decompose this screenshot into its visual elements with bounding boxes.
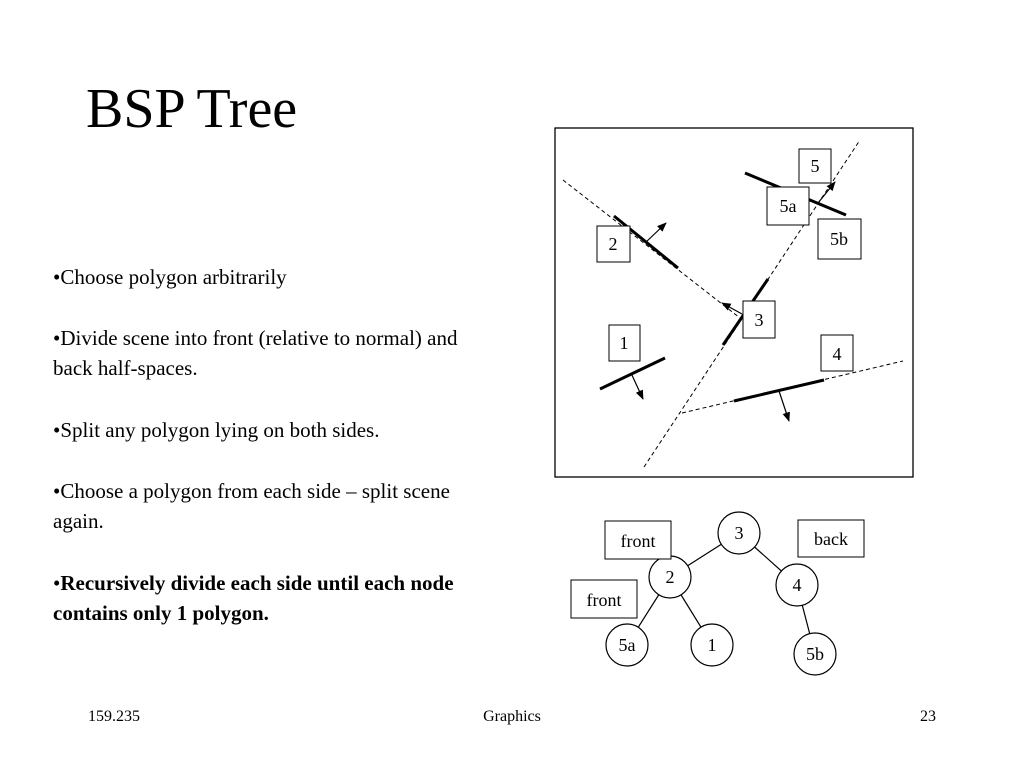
bullet-item: •Divide scene into front (relative to no…: [53, 326, 458, 380]
tree-node-label: 5a: [619, 635, 636, 655]
edge-label-front: front: [587, 590, 622, 610]
normal-arrow-1: [630, 372, 644, 400]
label-box-2: [596, 225, 631, 263]
label-5a: 5a: [780, 196, 797, 216]
footer-subject: Graphics: [483, 708, 541, 725]
bullet-text: Divide scene into front (relative to nor…: [53, 326, 458, 380]
slide-title: BSP Tree: [86, 78, 298, 140]
label-4: 4: [833, 344, 842, 364]
edge-label-box-front: [604, 520, 672, 560]
label-5b: 5b: [830, 229, 848, 249]
bullet-text: Choose a polygon from each side – split …: [53, 479, 450, 533]
tree-node: [775, 563, 819, 607]
tree-node-label: 4: [793, 575, 802, 595]
polygon-1: [599, 356, 666, 391]
scene-frame: [554, 127, 914, 478]
tree-node: [793, 632, 837, 676]
label-box-4: [820, 334, 854, 372]
split-line-3: [643, 139, 861, 468]
footer-course-code: 159.235: [88, 708, 140, 725]
polygon-4: [733, 378, 825, 403]
tree-node-label: 1: [708, 635, 717, 655]
label-box-1: [608, 324, 641, 362]
bullet-item: •Split any polygon lying on both sides.: [53, 418, 380, 442]
tree-node-label: 3: [735, 523, 744, 543]
normal-arrow-5: [817, 181, 836, 204]
label-2: 2: [609, 234, 618, 254]
tree-node: [690, 623, 734, 667]
tree-node-label: 5b: [806, 644, 824, 664]
label-1: 1: [620, 333, 629, 353]
footer-page-number: 23: [920, 708, 936, 725]
bullet-text: Recursively divide each side until each …: [53, 571, 454, 625]
bullet-text: Choose polygon arbitrarily: [60, 265, 287, 289]
edge-label-back: back: [814, 529, 848, 549]
tree-node: [717, 511, 761, 555]
label-box-5a: [766, 186, 810, 226]
tree-node-label: 2: [666, 567, 675, 587]
normal-arrow-2: [644, 222, 667, 244]
normal-arrow-3: [721, 302, 743, 315]
label-box-5b: [817, 218, 862, 260]
label-box-3: [742, 300, 776, 339]
edge-label-box-back: [797, 519, 865, 558]
label-3: 3: [755, 310, 764, 330]
bullet-item: •Choose a polygon from each side – split…: [53, 479, 450, 533]
edge-label-box-front: [570, 579, 638, 619]
edge-label-front: front: [621, 531, 656, 551]
bullet-item-emphasis: •Recursively divide each side until each…: [53, 571, 454, 625]
bullet-text: Split any polygon lying on both sides.: [60, 418, 380, 442]
bullet-item: •Choose polygon arbitrarily: [53, 265, 287, 289]
label-box-5: [798, 148, 832, 184]
split-line-2: [562, 179, 741, 319]
tree-node: [605, 623, 649, 667]
normal-arrow-4: [778, 390, 790, 422]
label-5: 5: [811, 156, 820, 176]
